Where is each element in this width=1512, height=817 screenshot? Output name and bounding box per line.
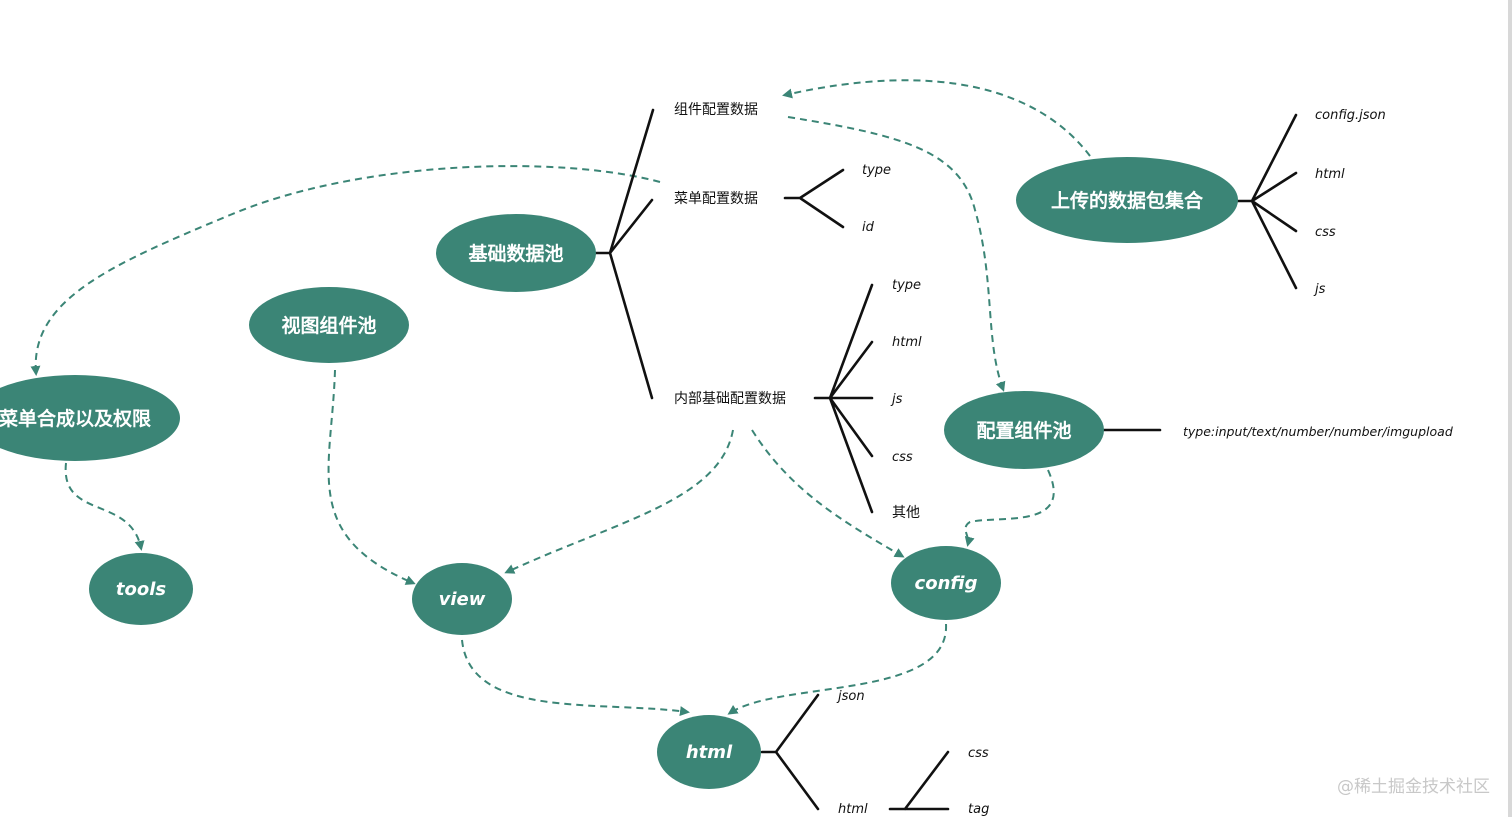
label-upload-html: html bbox=[1315, 167, 1345, 182]
label-internal-js: js bbox=[890, 392, 903, 407]
label-menu-config-data: 菜单配置数据 bbox=[674, 191, 758, 207]
branch-internal-config bbox=[813, 283, 874, 514]
node-view[interactable]: view bbox=[412, 563, 512, 635]
label-html-json: json bbox=[836, 689, 865, 704]
node-view-pool[interactable]: 视图组件池 bbox=[249, 287, 409, 363]
watermark: @稀土掘金技术社区 bbox=[1337, 777, 1490, 797]
node-tools[interactable]: tools bbox=[89, 553, 193, 625]
label-internal-css: css bbox=[892, 450, 913, 465]
node-menu-merge[interactable]: 菜单合成以及权限 bbox=[0, 375, 180, 461]
arrow-view-pool-to-view bbox=[327, 369, 416, 585]
label-menu-type: type bbox=[862, 163, 891, 178]
label-internal-html: html bbox=[892, 335, 922, 350]
node-tools-label: tools bbox=[116, 579, 167, 600]
arrow-internal-to-config bbox=[751, 429, 905, 558]
node-html[interactable]: html bbox=[657, 715, 761, 789]
label-internal-base-config: 内部基础配置数据 bbox=[674, 390, 786, 407]
branch-upload-set bbox=[1236, 113, 1298, 290]
branch-html-html bbox=[888, 750, 950, 811]
labels: 组件配置数据 菜单配置数据 type id 内部基础配置数据 type html… bbox=[674, 102, 1453, 817]
branch-base-pool bbox=[594, 108, 655, 400]
node-config-pool-label: 配置组件池 bbox=[976, 419, 1071, 442]
branch-html bbox=[760, 693, 820, 811]
node-config[interactable]: config bbox=[891, 546, 1001, 620]
branch-menu-config bbox=[783, 168, 845, 229]
arrow-view-to-html bbox=[461, 639, 690, 716]
node-config-pool[interactable]: 配置组件池 bbox=[944, 391, 1104, 469]
arrow-internal-to-view bbox=[504, 429, 734, 574]
arrow-config-pool-to-config bbox=[964, 469, 1055, 547]
arrow-menu-merge-to-tools bbox=[64, 462, 145, 551]
label-html-html: html bbox=[838, 802, 868, 817]
label-html-tag: tag bbox=[968, 802, 989, 817]
node-base-pool-label: 基础数据池 bbox=[467, 242, 563, 265]
node-menu-merge-label: 菜单合成以及权限 bbox=[0, 407, 151, 430]
node-view-pool-label: 视图组件池 bbox=[281, 314, 376, 337]
label-component-config-data: 组件配置数据 bbox=[674, 102, 758, 118]
node-upload-set-label: 上传的数据包集合 bbox=[1051, 189, 1204, 212]
node-upload-set[interactable]: 上传的数据包集合 bbox=[1016, 157, 1238, 243]
label-menu-id: id bbox=[862, 220, 875, 235]
label-internal-other: 其他 bbox=[892, 505, 920, 521]
branch-lines bbox=[594, 108, 1298, 811]
label-config-pool-types: type:input/text/number/number/imgupload bbox=[1183, 424, 1453, 439]
arrow-upload-to-component-config bbox=[782, 79, 1091, 157]
node-config-label: config bbox=[915, 573, 978, 594]
dashed-connectors bbox=[30, 79, 1091, 716]
arrow-menu-config-to-menu-merge bbox=[30, 165, 661, 376]
label-upload-css: css bbox=[1315, 225, 1336, 240]
node-view-label: view bbox=[439, 589, 486, 610]
label-upload-config-json: config.json bbox=[1315, 108, 1386, 123]
arrow-component-config-to-config-pool bbox=[787, 116, 1006, 392]
node-base-pool[interactable]: 基础数据池 bbox=[436, 214, 596, 292]
label-internal-type: type bbox=[892, 278, 921, 293]
label-html-css: css bbox=[968, 746, 989, 761]
canvas-right-edge bbox=[1508, 0, 1512, 817]
node-html-label: html bbox=[686, 742, 733, 763]
arrow-config-to-html bbox=[727, 623, 948, 715]
label-upload-js: js bbox=[1313, 282, 1326, 297]
